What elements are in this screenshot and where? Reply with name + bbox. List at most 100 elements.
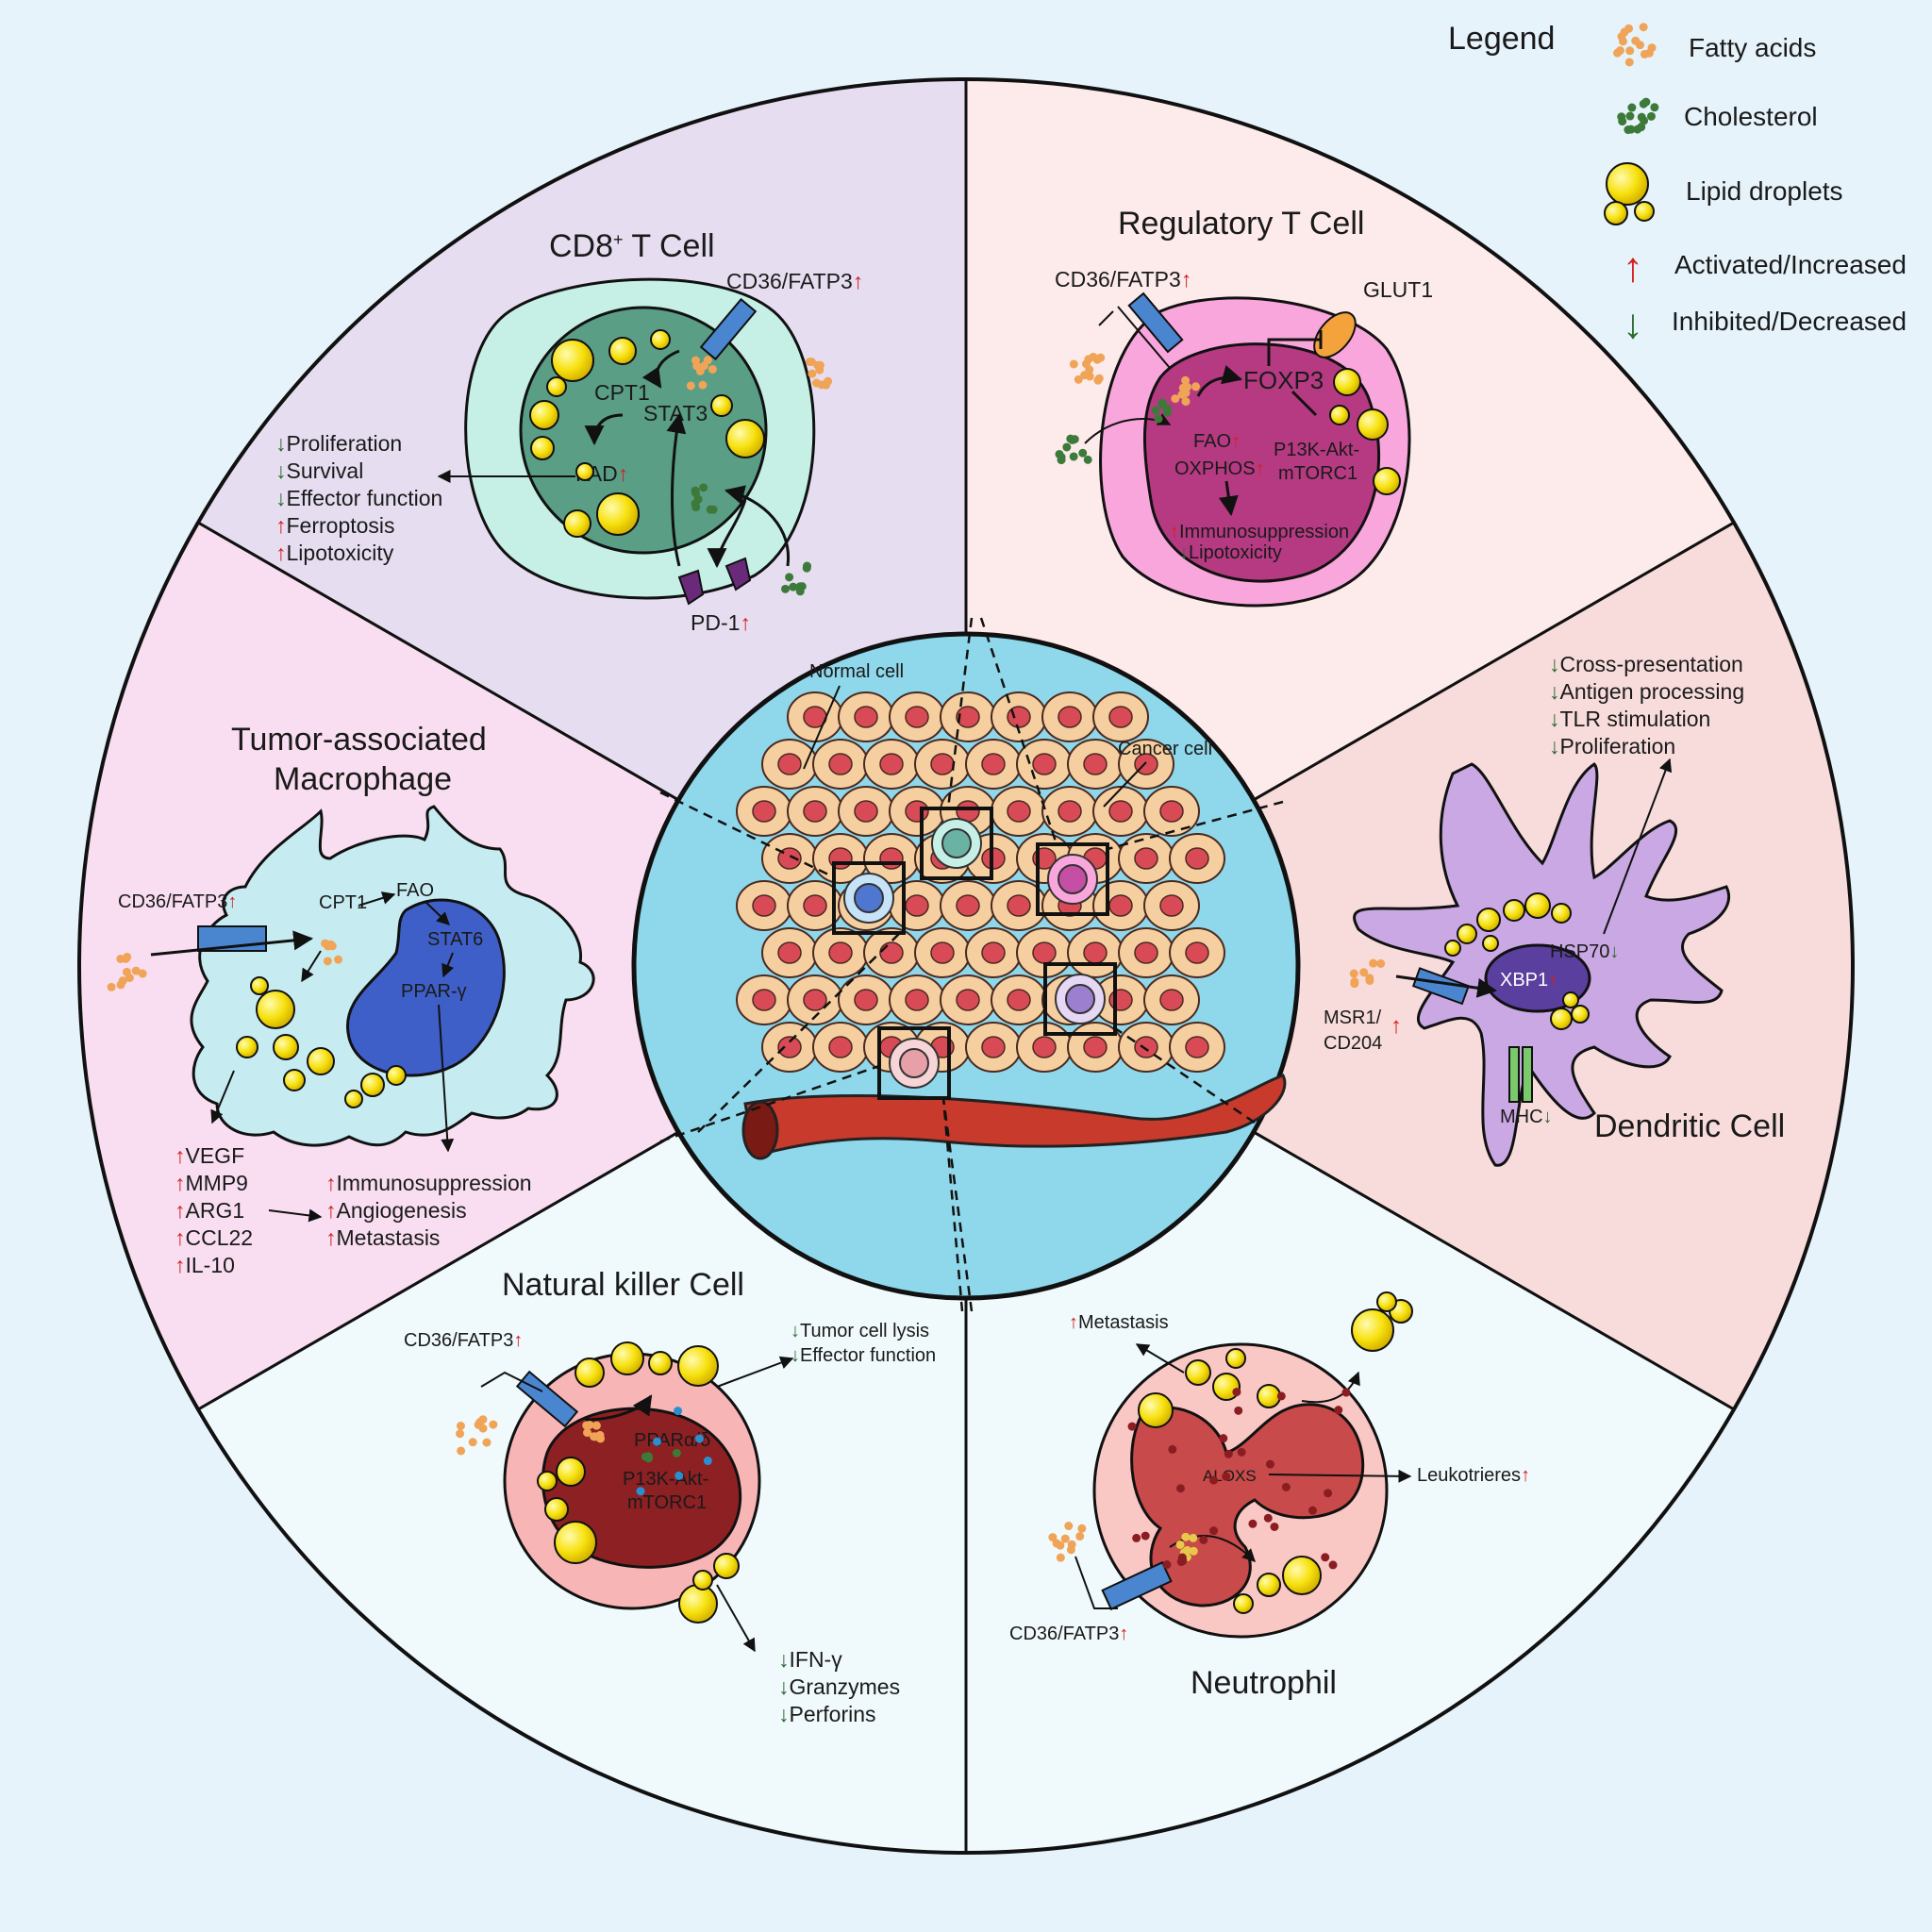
lipid-droplet: [1571, 1005, 1590, 1024]
granule-particle: [1209, 1526, 1219, 1536]
granule-particle: [674, 1407, 683, 1416]
neutrophil-receptor: [1101, 1560, 1173, 1611]
cholesterol-icon: [1617, 97, 1659, 135]
tam-factor: ↑VEGF: [175, 1143, 244, 1168]
fatty-acid-particle: [1625, 46, 1635, 56]
lipid-particle-clusters: [107, 352, 1386, 1570]
legend: Legend Fatty acids Cholesterol Lipid dro…: [1448, 21, 1907, 347]
lipid-droplet: [544, 1497, 569, 1522]
granule-particle: [1224, 1449, 1233, 1458]
cd8-receptor: [699, 297, 758, 361]
cd8-effect: ↑Lipotoxicity: [275, 541, 394, 565]
fatty-acid-particle: [1617, 32, 1626, 42]
fatty-acid-particle: [1075, 1532, 1085, 1541]
tam-panel: Tumor-associated Macrophage CD36/FATP3↑ …: [118, 722, 595, 1277]
tumor-cell: [863, 739, 920, 790]
lipid-droplet: [1257, 1384, 1281, 1408]
highlighted-immune-cell: [931, 818, 982, 869]
granule-particle: [1209, 1475, 1219, 1485]
highlighted-immune-cell: [889, 1038, 940, 1089]
granule-particle: [636, 1487, 645, 1496]
tumor-cell: [914, 739, 971, 790]
lipid-droplet: [236, 1036, 258, 1058]
cholesterol-particle: [691, 486, 700, 495]
fatty-acid-particle: [708, 364, 717, 374]
fatty-acid-particle: [813, 360, 823, 370]
tumor-cell: [1143, 974, 1200, 1025]
lipid-droplet: [1551, 903, 1572, 924]
fatty-acid-particle: [456, 1421, 465, 1430]
treg-receptor: [1127, 291, 1184, 354]
lipid-droplet: [563, 509, 591, 538]
lipid-droplet: [1482, 935, 1499, 952]
cd8-stat3: STAT3: [643, 401, 708, 425]
cholesterol-particle: [693, 494, 703, 504]
lipid-droplet: [546, 376, 567, 397]
nk-ppar: PPARα/δ: [634, 1430, 710, 1451]
tumor-cell: [889, 974, 945, 1025]
fatty-acid-particle: [1624, 24, 1634, 33]
tumor-cell: [736, 880, 792, 931]
fatty-acid-particle: [1074, 375, 1083, 384]
tumor-cell: [1041, 691, 1098, 742]
cholesterol-particle: [1646, 111, 1656, 121]
granule-particle: [652, 1437, 661, 1446]
cancer-cell-label: Cancer cell: [1118, 739, 1212, 759]
fatty-acid-particle: [582, 1421, 591, 1430]
nk-effect: ↓Granzymes: [778, 1674, 900, 1699]
fatty-acids-icon: [1613, 23, 1657, 67]
fatty-acid-particle: [131, 966, 141, 975]
fatty-acid-particle: [1376, 958, 1386, 968]
tam-factor: ↑CCL22: [175, 1225, 253, 1250]
foxp3-label: FOXP3: [1243, 366, 1324, 394]
tumor-cell: [838, 691, 894, 742]
granule-particle: [1127, 1422, 1137, 1431]
fatty-acid-particle: [456, 1429, 465, 1439]
cd8-title: CD8+ T Cell: [549, 228, 715, 264]
tumor-cell: [812, 739, 869, 790]
fatty-acid-particle: [583, 1428, 592, 1438]
tumor-cell: [761, 1022, 818, 1073]
lipid-droplet: [575, 1357, 605, 1388]
tumor-cell: [1118, 1022, 1174, 1073]
lipid-droplet: [1376, 1291, 1397, 1312]
treg-pi3k-1: P13K-Akt-: [1274, 440, 1359, 460]
fatty-acid-particle: [1624, 58, 1634, 67]
granule-particle: [1132, 1533, 1141, 1542]
lipid-droplet: [386, 1065, 407, 1086]
fatty-acid-particle: [116, 980, 125, 990]
lipid-droplet: [283, 1069, 306, 1091]
tumor-cell: [1041, 786, 1098, 837]
lipid-droplet: [537, 1471, 558, 1491]
nk-effects-top: ↓Tumor cell lysis ↓Effector function: [791, 1321, 936, 1366]
fatty-acid-particle: [1369, 958, 1378, 968]
nk-cell-panel: Natural killer Cell CD36/FATP3↑ PPARα/δ …: [404, 1267, 936, 1726]
granule-particle: [1324, 1489, 1333, 1498]
tumor-cell: [1067, 739, 1124, 790]
cholesterol-particle: [1625, 111, 1635, 121]
cholesterol-particle: [1618, 117, 1627, 126]
lipid-droplet: [530, 436, 555, 460]
dc-effects-list: ↓Cross-presentation ↓Antigen processing …: [1549, 652, 1744, 758]
neutrophil-metastasis: ↑Metastasis: [1069, 1312, 1169, 1333]
tumor-cell: [940, 974, 996, 1025]
fatty-acid-particle: [482, 1438, 491, 1447]
lipid-droplet: [1476, 908, 1501, 932]
tumor-cell: [1143, 786, 1200, 837]
lipid-droplet: [1257, 1573, 1281, 1597]
neutrophil-title: Neutrophil: [1191, 1665, 1337, 1701]
fatty-acid-particle: [1644, 48, 1654, 58]
fatty-acid-particle: [808, 369, 817, 378]
fatty-acid-particle: [1349, 969, 1358, 978]
tumor-cell: [1118, 927, 1174, 978]
up-arrow-icon: ↑: [1623, 244, 1643, 291]
lipid-droplet: [596, 492, 640, 536]
tumor-cell: [1169, 1022, 1225, 1073]
nk-effect: ↓Perforins: [778, 1702, 876, 1726]
treg-panel: Regulatory T Cell CD36/FATP3↑ GLUT1 FOXP…: [1055, 206, 1433, 608]
fatty-acid-particle: [478, 1424, 488, 1433]
tumor-cell: [812, 1022, 869, 1073]
fatty-acid-particle: [1175, 1540, 1185, 1549]
lipid-droplet: [608, 337, 637, 365]
fatty-acid-particle: [1189, 1546, 1198, 1556]
